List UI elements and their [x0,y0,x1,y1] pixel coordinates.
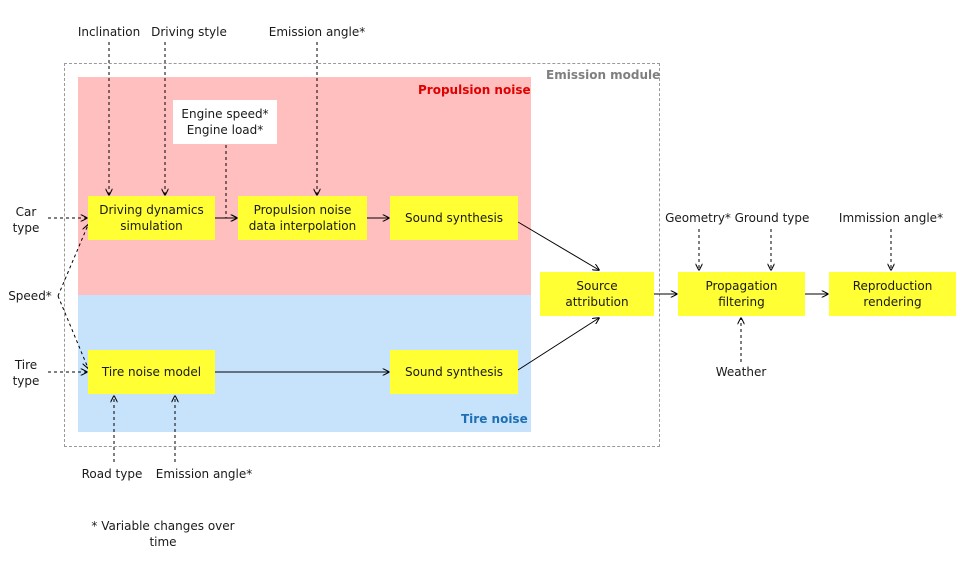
footnote: * Variable changes over time [91,519,235,549]
inclination-label: Inclination [77,25,141,39]
geometry-label: Geometry* [665,211,731,225]
immission-angle-label: Immission angle* [838,211,944,225]
driving-style-label: Driving style [151,25,227,39]
weather-label: Weather [715,365,767,379]
engine-inputs-box: Engine speed* Engine load* [173,100,277,144]
tire-type-label: Tire type [12,358,40,388]
speed-label: Speed* [8,289,52,303]
emission-angle-top-label: Emission angle* [268,25,366,39]
propagation-filtering-block: Propagation filtering [678,272,805,316]
road-type-label: Road type [81,467,143,481]
car-type-label: Car type [12,205,40,235]
driving-dynamics-block: Driving dynamics simulation [88,196,215,240]
arrow-synth-bottom-to-source [517,318,599,371]
tire-noise-label: Tire noise [461,412,528,426]
sound-synthesis-top-block: Sound synthesis [390,196,518,240]
reproduction-rendering-block: Reproduction rendering [829,272,956,316]
propulsion-interpolation-block: Propulsion noise data interpolation [238,196,367,240]
arrow-synth-top-to-source [517,221,599,270]
arrow-engine-inputs [225,145,237,218]
sound-synthesis-bottom-block: Sound synthesis [390,350,518,394]
propulsion-noise-label: Propulsion noise [418,83,531,97]
arrow-speed-to-tire [57,295,88,368]
emission-module-frame [64,63,660,447]
emission-angle-bottom-label: Emission angle* [155,467,253,481]
source-attribution-block: Source attribution [540,272,654,316]
tire-noise-model-block: Tire noise model [88,350,215,394]
propulsion-noise-region [78,77,531,295]
emission-module-label: Emission module [546,68,661,82]
ground-type-label: Ground type [734,211,810,225]
arrow-speed-to-driving [57,225,88,297]
